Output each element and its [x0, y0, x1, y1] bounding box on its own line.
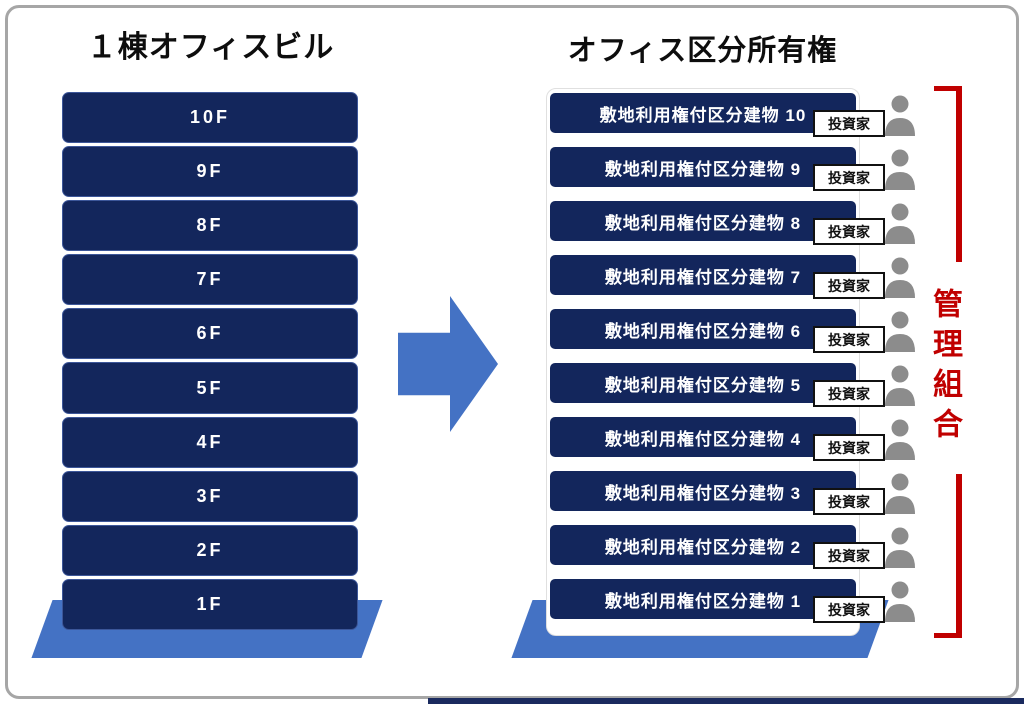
floor: 10F [62, 92, 358, 144]
floor: 3F [62, 470, 358, 522]
person-icon [882, 256, 918, 298]
floor: 1F [62, 578, 358, 630]
person-icon [882, 202, 918, 244]
unit-row: 敷地利用権付区分建物 4 投資家 [550, 417, 915, 461]
investor-box: 投資家 [813, 596, 885, 623]
investor-label: 投資家 [828, 223, 870, 240]
floor-label: 6F [196, 323, 224, 344]
floor: 6F [62, 308, 358, 360]
unit-row: 敷地利用権付区分建物 8 投資家 [550, 201, 915, 245]
floor-label: 5F [196, 377, 224, 398]
unit-row: 敷地利用権付区分建物 3 投資家 [550, 471, 915, 515]
investor-box: 投資家 [813, 164, 885, 191]
unit-label: 敷地利用権付区分建物 6 [604, 321, 802, 341]
unit-row: 敷地利用権付区分建物 2 投資家 [550, 525, 915, 569]
unit-bar: 敷地利用権付区分建物 4 [550, 417, 856, 457]
unit-bar: 敷地利用権付区分建物 1 [550, 579, 856, 619]
floor-label: 9F [196, 161, 224, 182]
investor-box: 投資家 [813, 326, 885, 353]
person-icon [882, 310, 918, 352]
floor-label: 10F [189, 107, 231, 128]
person-icon [882, 148, 918, 190]
investor-box: 投資家 [813, 542, 885, 569]
investor-box: 投資家 [813, 434, 885, 461]
investor-label: 投資家 [828, 385, 870, 402]
floor: 7F [62, 254, 358, 306]
unit-bar: 敷地利用権付区分建物 6 [550, 309, 856, 349]
unit-label: 敷地利用権付区分建物 1 [604, 591, 802, 611]
right-arrow-icon [398, 296, 498, 432]
floor-label: 8F [196, 215, 224, 236]
floor: 9F [62, 146, 358, 198]
investor-label: 投資家 [828, 601, 870, 618]
person-icon [882, 418, 918, 460]
floor-label: 2F [196, 539, 224, 560]
bottom-edge-bar [428, 698, 1024, 704]
floor: 5F [62, 362, 358, 414]
investor-label: 投資家 [828, 547, 870, 564]
unit-row: 敷地利用権付区分建物 5 投資家 [550, 363, 915, 407]
unit-label: 敷地利用権付区分建物 2 [604, 537, 802, 557]
floor: 8F [62, 200, 358, 252]
floor: 2F [62, 524, 358, 576]
floor-label: 4F [196, 431, 224, 452]
unit-bar: 敷地利用権付区分建物 10 [550, 93, 856, 133]
investor-box: 投資家 [813, 380, 885, 407]
office-building-floors: 10F 9F 8F 7F 6F 5F 4F 3F 2F 1F [62, 92, 358, 630]
left-title: １棟オフィスビル [86, 31, 335, 64]
unit-label: 敷地利用権付区分建物 4 [604, 429, 802, 449]
unit-label: 敷地利用権付区分建物 7 [604, 267, 802, 287]
investor-box: 投資家 [813, 110, 885, 137]
unit-row: 敷地利用権付区分建物 7 投資家 [550, 255, 915, 299]
unit-row: 敷地利用権付区分建物 6 投資家 [550, 309, 915, 353]
investor-label: 投資家 [828, 277, 870, 294]
investor-box: 投資家 [813, 218, 885, 245]
investor-box: 投資家 [813, 488, 885, 515]
person-icon [882, 364, 918, 406]
floor: 4F [62, 416, 358, 468]
person-icon [882, 94, 918, 136]
unit-label: 敷地利用権付区分建物 10 [599, 105, 807, 125]
management-association-label: 管理組合 [924, 262, 964, 474]
unit-bar: 敷地利用権付区分建物 9 [550, 147, 856, 187]
unit-bar: 敷地利用権付区分建物 5 [550, 363, 856, 403]
right-title: オフィス区分所有権 [567, 35, 838, 67]
unit-row: 敷地利用権付区分建物 9 投資家 [550, 147, 915, 191]
floor-label: 7F [196, 269, 224, 290]
unit-label: 敷地利用権付区分建物 5 [604, 375, 802, 395]
person-icon [882, 472, 918, 514]
person-icon [882, 580, 918, 622]
investor-label: 投資家 [828, 331, 870, 348]
unit-bar: 敷地利用権付区分建物 7 [550, 255, 856, 295]
unit-label: 敷地利用権付区分建物 8 [604, 213, 802, 233]
floor-label: 1F [196, 593, 224, 614]
unit-bar: 敷地利用権付区分建物 2 [550, 525, 856, 565]
investor-label: 投資家 [828, 169, 870, 186]
investor-label: 投資家 [828, 493, 870, 510]
person-icon [882, 526, 918, 568]
investor-label: 投資家 [828, 115, 870, 132]
unit-label: 敷地利用権付区分建物 3 [604, 483, 802, 503]
floor-label: 3F [196, 485, 224, 506]
investor-label: 投資家 [828, 439, 870, 456]
ownership-units: 敷地利用権付区分建物 10 投資家 敷地利用権付区分建物 9 投資家 敷地利用権… [550, 93, 915, 623]
unit-row: 敷地利用権付区分建物 10 投資家 [550, 93, 915, 137]
unit-label: 敷地利用権付区分建物 9 [604, 159, 802, 179]
unit-bar: 敷地利用権付区分建物 8 [550, 201, 856, 241]
unit-bar: 敷地利用権付区分建物 3 [550, 471, 856, 511]
unit-row: 敷地利用権付区分建物 1 投資家 [550, 579, 915, 623]
investor-box: 投資家 [813, 272, 885, 299]
